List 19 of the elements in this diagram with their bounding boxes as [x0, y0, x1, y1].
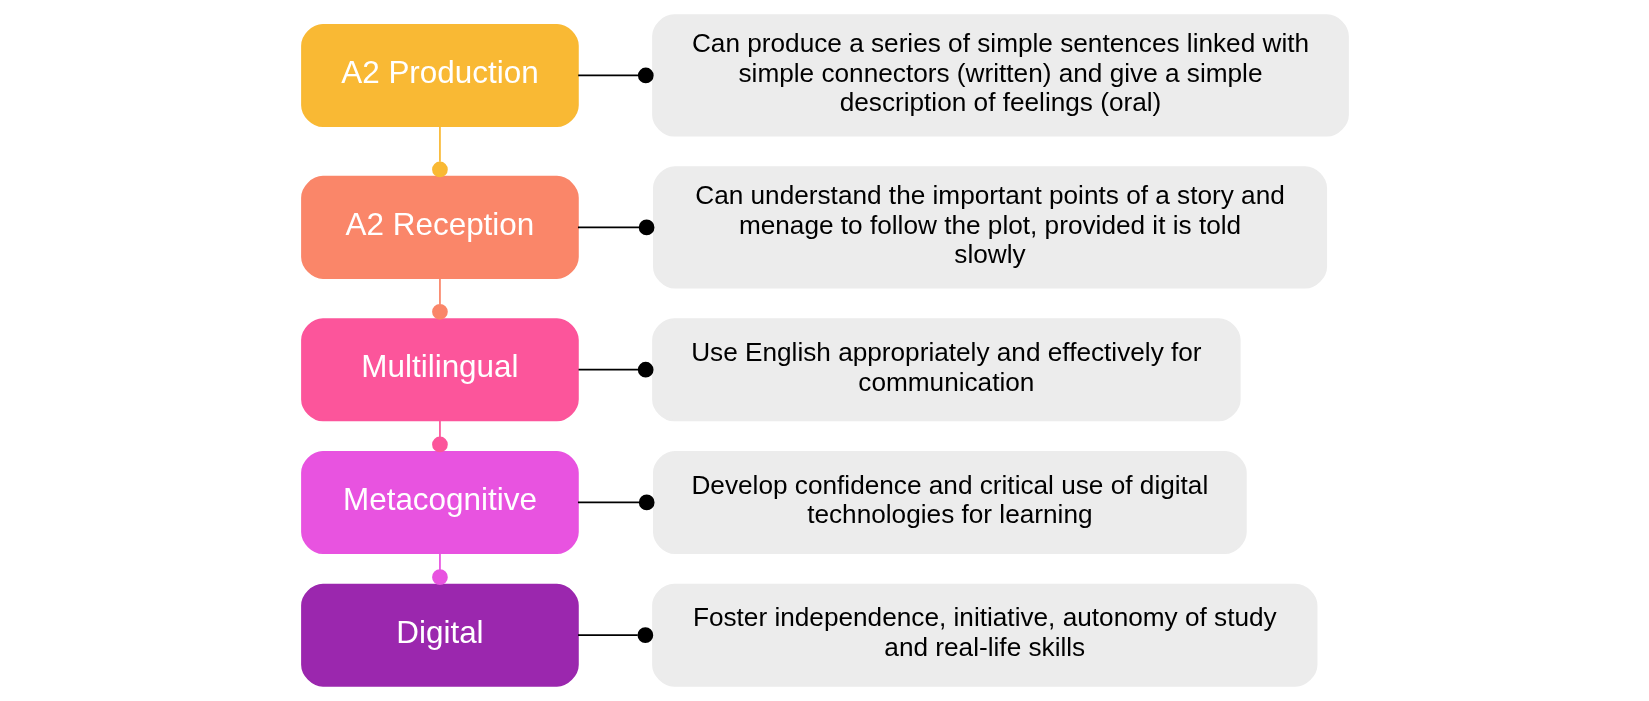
- node-box: Can produce a series of simple sentences linked with simple connectors (written) and give a simple description of feelings (oral): [651, 14, 1349, 137]
- node-box: Use English appropriately and effectively for communication: [651, 318, 1241, 422]
- node-box: Multilingual: [300, 318, 579, 422]
- node-box: Develop confidence and critical use of digital technologies for learning: [652, 450, 1247, 554]
- connector: [576, 219, 654, 236]
- connector: [431, 125, 448, 178]
- node-box: A2 Production: [300, 23, 579, 127]
- node-box: Metacognitive: [300, 450, 579, 554]
- node-box: Digital: [300, 583, 579, 687]
- connector: [431, 420, 448, 453]
- connector: [431, 277, 448, 320]
- node-box: Foster independence, initiative, autonomy of study and real-life skills: [651, 583, 1317, 687]
- connector: [431, 552, 448, 586]
- node-box: A2 Reception: [300, 175, 579, 279]
- connector: [576, 627, 653, 643]
- connector: [577, 361, 654, 378]
- connector: [576, 494, 655, 511]
- node-box: Can understand the important points of a story and menage to follow the plot, provided it is told slowly: [652, 166, 1327, 289]
- connector: [576, 67, 654, 84]
